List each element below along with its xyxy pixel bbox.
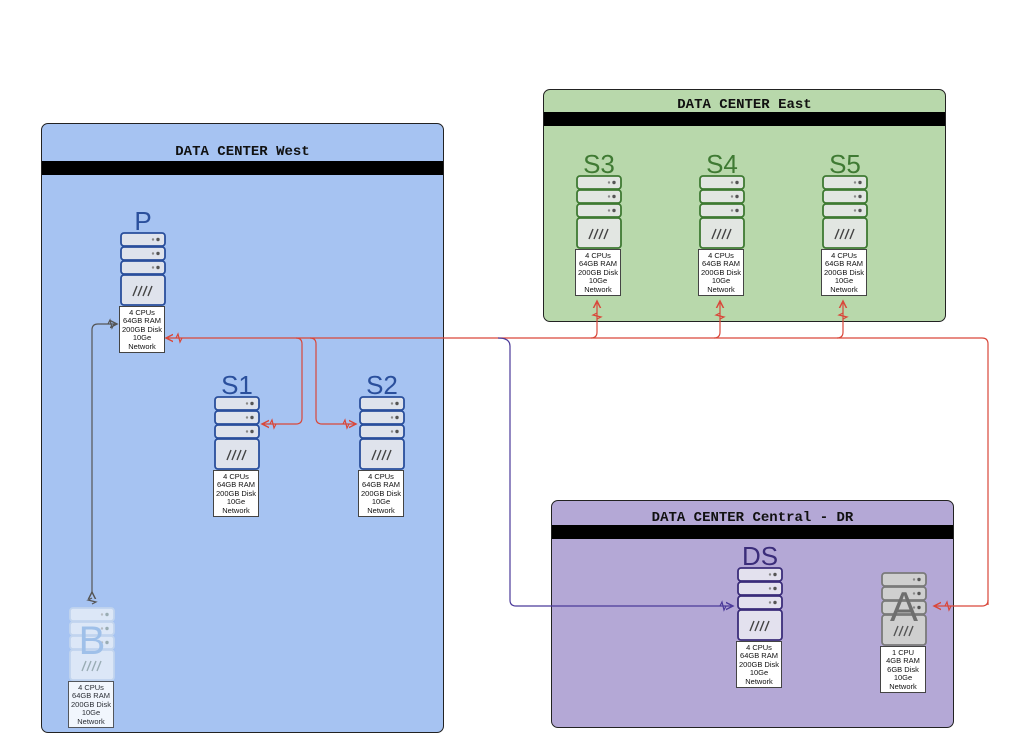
server-s2-rack-icon: [359, 396, 405, 470]
datacenter-central-bar: [552, 525, 953, 539]
zigzag-s3: [591, 312, 603, 320]
server-a-name: A: [889, 583, 918, 630]
server-s3-rack-icon: [576, 175, 622, 249]
datacenter-central-title: DATA CENTER Central - DR: [651, 510, 854, 526]
link-p-a: [934, 599, 989, 606]
link-p-trunk: [166, 338, 989, 605]
server-b-rack-icon: [69, 607, 115, 681]
server-s5-name: S5: [829, 149, 861, 179]
link-p-s4: [713, 301, 720, 339]
server-p-rack-icon: [120, 232, 166, 306]
link-p-s5: [836, 301, 843, 339]
server-a-rack-icon: [881, 572, 927, 646]
server-b-name: B: [78, 619, 106, 663]
zigzag-a: [944, 600, 952, 612]
link-p-s1: [262, 337, 303, 424]
server-s4-rack-icon: [699, 175, 745, 249]
server-p-name: P: [134, 206, 152, 236]
link-p-s2: [309, 337, 356, 424]
zigzag-s2: [342, 418, 350, 430]
datacenter-west-bar: [42, 161, 443, 175]
zigzag-ds: [719, 600, 727, 612]
zigzag-b: [107, 318, 115, 330]
server-ds-rack-icon: [737, 567, 783, 641]
zigzag-s5: [837, 312, 849, 320]
zigzag-b2: [86, 597, 98, 605]
server-s2-name: S2: [366, 370, 398, 400]
link-p-b: [92, 324, 117, 592]
server-s3-name: S3: [583, 149, 615, 179]
server-s4-name: S4: [706, 149, 738, 179]
server-ds-name: DS: [741, 541, 779, 571]
zigzag-p: [175, 332, 183, 344]
datacenter-west-title: DATA CENTER West: [175, 144, 310, 160]
zigzag-s1: [269, 418, 277, 430]
datacenter-east-title: DATA CENTER East: [677, 97, 812, 113]
server-s1-name: S1: [221, 370, 253, 400]
link-p-ds: [497, 337, 733, 606]
zigzag-s4: [714, 312, 726, 320]
server-s1-rack-icon: [214, 396, 260, 470]
server-s5-rack-icon: [822, 175, 868, 249]
datacenter-east-bar: [544, 112, 945, 126]
link-p-s3: [590, 301, 597, 339]
